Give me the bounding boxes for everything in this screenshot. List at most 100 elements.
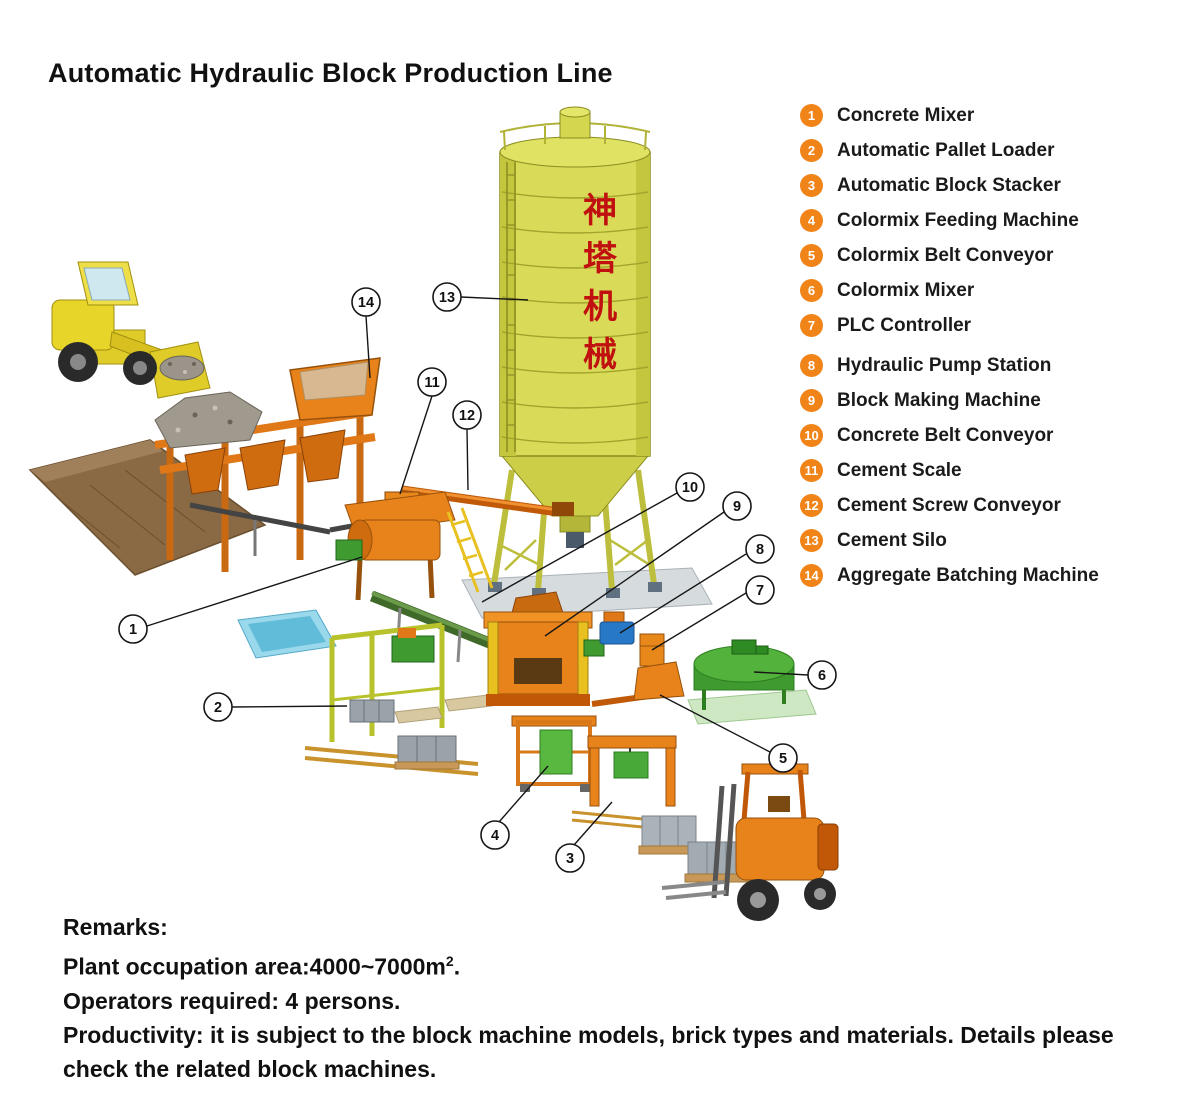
legend-item-14: 14 Aggregate Batching Machine (800, 564, 1200, 587)
legend-item-11: 11 Cement Scale (800, 459, 1200, 482)
legend-badge-13: 13 (800, 529, 823, 552)
remarks-heading: Remarks: (63, 914, 168, 940)
callout-number-4: 4 (491, 828, 499, 844)
callout-circle-9 (722, 491, 752, 521)
legend-label-7: PLC Controller (837, 314, 972, 336)
callout-number-6: 6 (818, 668, 826, 684)
callout-circle-14 (351, 287, 381, 317)
legend-label-11: Cement Scale (837, 459, 962, 481)
silo-char-2: 塔 (583, 240, 618, 278)
silo-char-3: 机 (583, 288, 617, 326)
legend-item-12: 12 Cement Screw Conveyor (800, 494, 1200, 517)
callout-leader-lines (146, 296, 809, 846)
legend-item-2: 2 Automatic Pallet Loader (800, 139, 1200, 162)
legend-badge-9: 9 (800, 389, 823, 412)
legend-badge-4: 4 (800, 209, 823, 232)
legend-item-10: 10 Concrete Belt Conveyor (800, 424, 1200, 447)
callout-number-3: 3 (566, 851, 574, 867)
callout-circle-4 (480, 820, 510, 850)
legend-label-3: Automatic Block Stacker (837, 174, 1061, 196)
silo-ladder (506, 162, 516, 452)
callout-circle-11 (417, 367, 447, 397)
remarks-area-text: Plant occupation area:4000~7000m (63, 953, 446, 980)
automatic-pallet-loader (304, 622, 493, 776)
wheel-loader (51, 261, 211, 399)
callout-circle-2 (203, 692, 233, 722)
remarks: Remarks: Plant occupation area:4000~7000… (63, 910, 1158, 1086)
automatic-block-stacker (571, 735, 693, 834)
cement-silo: 神 塔 机 械 (488, 106, 662, 598)
legend-label-5: Colormix Belt Conveyor (837, 244, 1054, 266)
legend-badge-6: 6 (800, 279, 823, 302)
callout-number-13: 13 (439, 290, 455, 306)
remarks-line-operators: Operators required: 4 persons. (63, 987, 401, 1014)
legend-label-12: Cement Screw Conveyor (837, 494, 1061, 516)
legend-badge-7: 7 (800, 314, 823, 337)
legend-badge-8: 8 (800, 354, 823, 377)
legend-badge-11: 11 (800, 459, 823, 482)
callout-circle-3 (555, 843, 585, 873)
legend-label-6: Colormix Mixer (837, 279, 975, 301)
callout-circle-8 (745, 534, 775, 564)
legend-label-2: Automatic Pallet Loader (837, 139, 1055, 161)
remarks-area-period: . (453, 953, 461, 980)
callout-number-10: 10 (682, 480, 698, 496)
callout-number-8: 8 (756, 542, 764, 558)
colormix-feeding-machine (511, 715, 597, 792)
hydraulic-pump-station (599, 611, 635, 645)
callouts: 1 2 3 4 5 6 7 8 9 10 11 12 13 14 (118, 282, 837, 873)
callout-number-5: 5 (779, 751, 787, 767)
callout-number-7: 7 (756, 583, 764, 599)
callout-circle-13 (432, 282, 462, 312)
remarks-line-productivity: Productivity: it is subject to the block… (63, 1021, 1114, 1082)
callout-number-11: 11 (424, 375, 439, 391)
legend-label-4: Colormix Feeding Machine (837, 209, 1079, 231)
water-pool (237, 609, 337, 659)
remarks-area-sup: 2 (445, 953, 454, 969)
concrete-mixer (335, 491, 494, 601)
silo-char-1: 神 (583, 192, 617, 230)
legend-item-3: 3 Automatic Block Stacker (800, 174, 1200, 197)
legend-badge-14: 14 (800, 564, 823, 587)
legend-label-10: Concrete Belt Conveyor (837, 424, 1054, 446)
legend-item-4: 4 Colormix Feeding Machine (800, 209, 1200, 232)
callout-circle-5 (768, 743, 798, 773)
remarks-line-area: Plant occupation area:4000~7000m2. (63, 944, 1158, 984)
colormix-mixer (687, 639, 817, 725)
legend-badge-3: 3 (800, 174, 823, 197)
legend-item-13: 13 Cement Silo (800, 529, 1200, 552)
callout-number-2: 2 (214, 700, 222, 716)
dirt-pad (28, 439, 267, 576)
legend-item-7: 7 PLC Controller (800, 314, 1200, 337)
legend-item-5: 5 Colormix Belt Conveyor (800, 244, 1200, 267)
legend-item-6: 6 Colormix Mixer (800, 279, 1200, 302)
legend-label-1: Concrete Mixer (837, 104, 975, 126)
callout-circle-12 (452, 400, 482, 430)
silo-char-4: 械 (583, 336, 617, 374)
legend-item-1: 1 Concrete Mixer (800, 104, 1200, 127)
callout-circle-6 (807, 660, 837, 690)
forklift (661, 763, 839, 921)
cement-screw-conveyor (401, 485, 574, 517)
legend: 1 Concrete Mixer 2 Automatic Pallet Load… (800, 104, 1200, 599)
legend-label-8: Hydraulic Pump Station (837, 354, 1052, 376)
colormix-belt-conveyor (591, 661, 685, 707)
callout-circle-1 (118, 614, 148, 644)
legend-badge-10: 10 (800, 424, 823, 447)
callout-number-9: 9 (733, 499, 741, 515)
callout-circle-7 (745, 575, 775, 605)
legend-badge-12: 12 (800, 494, 823, 517)
legend-badge-2: 2 (800, 139, 823, 162)
legend-item-9: 9 Block Making Machine (800, 389, 1200, 412)
legend-badge-1: 1 (800, 104, 823, 127)
block-making-machine (483, 591, 605, 706)
legend-label-9: Block Making Machine (837, 389, 1041, 411)
page-title: Automatic Hydraulic Block Production Lin… (48, 58, 613, 88)
callout-circle-10 (675, 472, 705, 502)
callout-number-14: 14 (358, 295, 374, 311)
legend-item-8: 8 Hydraulic Pump Station (800, 354, 1200, 377)
callout-number-12: 12 (459, 408, 475, 424)
legend-badge-5: 5 (800, 244, 823, 267)
callout-number-1: 1 (129, 622, 137, 638)
